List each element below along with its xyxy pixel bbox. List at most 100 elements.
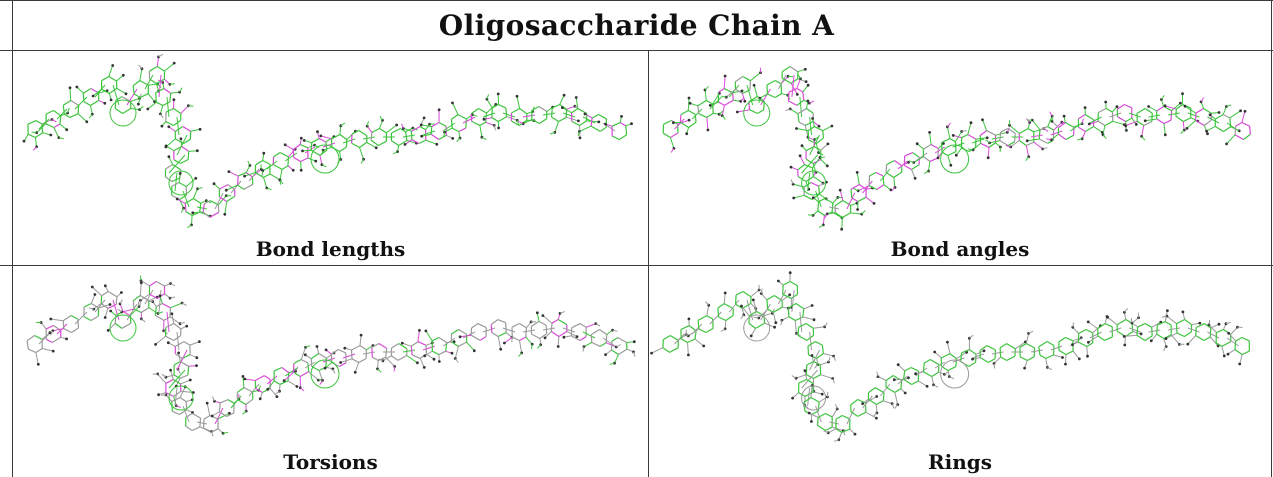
ring-bond bbox=[911, 164, 920, 171]
ring-bond bbox=[371, 342, 380, 348]
ring-bond bbox=[173, 145, 183, 152]
ring-bond bbox=[698, 113, 708, 118]
ring-bond bbox=[45, 324, 54, 330]
ring-bond bbox=[815, 340, 823, 346]
substituent-bond bbox=[1124, 336, 1126, 346]
ring-bond bbox=[154, 314, 165, 321]
ring-bond bbox=[310, 149, 321, 156]
ring-bond bbox=[411, 341, 419, 347]
ring-bond bbox=[797, 334, 808, 341]
atom-dot bbox=[856, 208, 859, 211]
ring-bond bbox=[782, 284, 784, 295]
substituent-bond bbox=[169, 316, 181, 325]
ring-bond bbox=[910, 366, 919, 372]
atom-dot bbox=[925, 384, 929, 388]
substituent-bond bbox=[188, 105, 194, 107]
ring-bond bbox=[1065, 350, 1074, 356]
substituent-bond bbox=[839, 189, 844, 201]
substituent-bond bbox=[1170, 334, 1180, 345]
glycosidic-bond bbox=[582, 116, 596, 124]
substituent-bond bbox=[1186, 120, 1196, 129]
atom-dot bbox=[723, 74, 727, 78]
ring-bond bbox=[876, 184, 885, 191]
ring-bond bbox=[816, 353, 824, 359]
substituent-bond bbox=[530, 344, 533, 350]
substituent-bond bbox=[791, 375, 797, 379]
substituent-bond bbox=[897, 364, 906, 372]
substituent-bond bbox=[1051, 120, 1059, 128]
substituent-bond bbox=[883, 400, 893, 405]
ring-bond bbox=[680, 121, 689, 129]
glycosidic-bond bbox=[166, 96, 170, 118]
atom-dot bbox=[179, 137, 183, 141]
substituent-bond bbox=[217, 412, 230, 420]
ring-bond bbox=[202, 211, 211, 218]
glycosidic-bond bbox=[38, 333, 50, 345]
substituent-bond bbox=[69, 87, 72, 101]
ring-bond bbox=[931, 371, 939, 378]
substituent-bond bbox=[823, 353, 834, 357]
ring-bond bbox=[1144, 322, 1152, 328]
ring-bond bbox=[1047, 126, 1054, 131]
atom-dot bbox=[749, 334, 753, 338]
ring-bond bbox=[155, 87, 165, 94]
glycosidic-bond bbox=[248, 168, 260, 182]
substituent-bond bbox=[159, 105, 164, 115]
ring-bond bbox=[1223, 126, 1232, 132]
substituent-bond bbox=[1031, 119, 1041, 131]
ring-bond bbox=[806, 374, 814, 380]
substituent-bond bbox=[34, 137, 38, 147]
glycosidic-bond bbox=[972, 353, 985, 359]
substituent-bond bbox=[579, 125, 592, 132]
substituent-bond bbox=[740, 314, 745, 320]
substituent-bond bbox=[911, 169, 916, 179]
glycosidic-bond bbox=[934, 361, 945, 369]
ring-bond bbox=[236, 398, 247, 406]
substituent-bond bbox=[393, 366, 396, 372]
ring-bond bbox=[688, 109, 696, 115]
ring-bond bbox=[175, 138, 184, 145]
atom-dot bbox=[243, 174, 247, 178]
ring-bond bbox=[558, 116, 567, 123]
substituent-bond bbox=[377, 368, 382, 373]
ring-bond bbox=[121, 322, 132, 329]
substituent-bond bbox=[1124, 334, 1137, 337]
ring-bond bbox=[173, 323, 182, 330]
glycosidic-bond bbox=[442, 122, 456, 132]
glycosidic-bond bbox=[112, 84, 120, 106]
ring-bond bbox=[796, 87, 804, 93]
ring-bond bbox=[805, 176, 814, 183]
glycosidic-bond bbox=[809, 134, 820, 156]
atom-dot bbox=[1123, 343, 1127, 347]
substituent-bond bbox=[170, 283, 176, 287]
ring-bond bbox=[339, 146, 347, 153]
substituent-bond bbox=[158, 53, 164, 58]
substituent-bond bbox=[1163, 123, 1166, 135]
ring-bond bbox=[149, 78, 157, 85]
substituent-bond bbox=[1049, 111, 1053, 117]
ring-bond bbox=[491, 103, 499, 109]
ring-bond bbox=[929, 157, 939, 162]
substituent-bond bbox=[88, 307, 94, 310]
ring-bond bbox=[1143, 121, 1153, 127]
glycosidic-bond bbox=[196, 206, 208, 210]
ring-bond bbox=[107, 290, 118, 298]
substituent-bond bbox=[104, 308, 109, 318]
ring-bond bbox=[243, 183, 254, 190]
substituent-bond bbox=[1130, 317, 1133, 324]
atom-dot bbox=[198, 127, 202, 131]
substituent-bond bbox=[820, 374, 833, 379]
substituent-bond bbox=[486, 98, 493, 109]
ring-bond bbox=[611, 122, 621, 127]
atom-dot bbox=[458, 335, 462, 339]
atom-dot bbox=[124, 92, 128, 96]
substituent-bond bbox=[763, 312, 773, 317]
ring-bond bbox=[999, 140, 1009, 147]
ring-bond bbox=[557, 318, 568, 326]
atom-dot bbox=[151, 300, 155, 303]
atom-dot bbox=[1208, 113, 1212, 117]
ring-bond bbox=[169, 93, 172, 102]
ring-bond bbox=[82, 93, 85, 102]
ring-bond bbox=[173, 120, 182, 126]
atom-dot bbox=[1147, 105, 1150, 108]
